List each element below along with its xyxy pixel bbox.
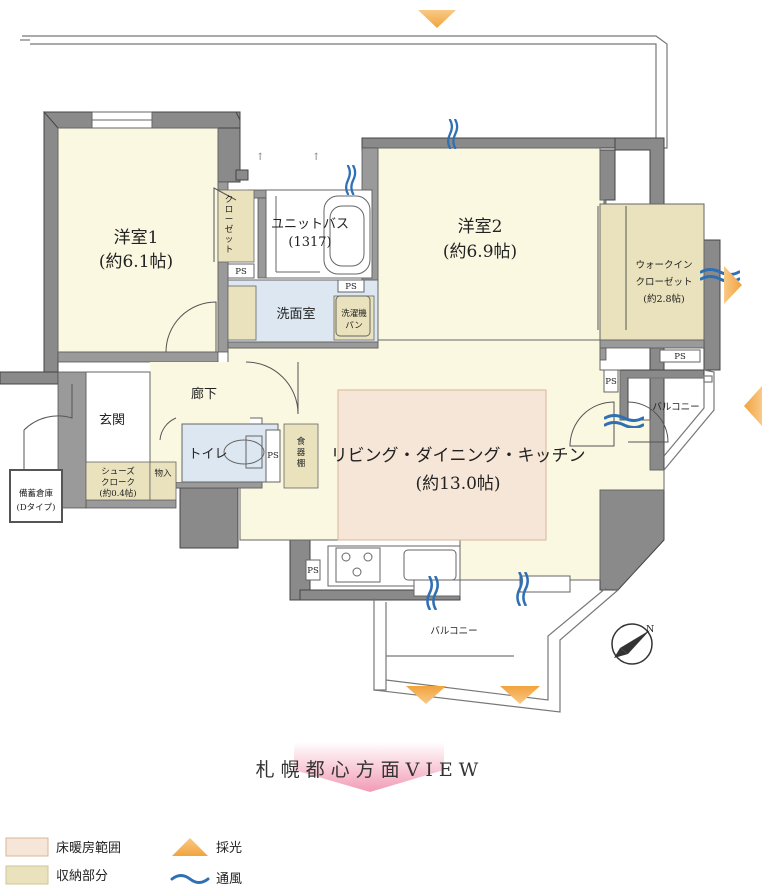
shoes-cloak-label-1: シューズ [101,466,135,477]
light-arrow-icon [406,686,446,704]
stockpile-label-1: 備蓄倉庫 [19,488,54,499]
light-arrow-icon [744,386,762,426]
shoes-cloak-size: (約0.4帖) [99,488,136,499]
toilet-label: トイレ [188,447,227,462]
light-arrows [406,266,762,704]
western-room-1-label: 洋室1 [114,228,159,248]
legend-label-light: 採光 [216,841,242,856]
room-labels: 洋室1 (約6.1帖) 洋室2 (約6.9帖) リビング・ダイニング・キッチン … [17,195,700,637]
walk-in-closet-label-1: ウォークイン [635,260,692,271]
walk-in-closet-size: (約2.8帖) [643,293,685,305]
ps-label: PS [235,267,247,277]
hallway-label: 廊下 [191,386,217,402]
svg-text:↑: ↑ [312,152,320,163]
wash-basin [335,295,371,337]
washer-pan-label-1: 洗濯機 [341,308,367,319]
compass-north-label: N [646,624,654,635]
walk-in-closet-label-2: クローゼット [635,276,692,288]
light-arrow-icon [172,838,208,856]
unit-bath-size: (1317) [288,235,331,250]
washroom-label: 洗面室 [276,306,315,322]
pantry-label-1: 器 [297,448,306,458]
stove [335,547,381,583]
unit-bath-floor [265,189,373,279]
legend-label-storage: 収納部分 [56,869,108,884]
view-label: 札幌都心方面VIEW [256,759,485,781]
ps-label: PS [267,451,279,461]
shoes-cloak-label-2: クローク [101,478,135,488]
storage-floor [149,461,177,501]
closet-label-1: ロ [225,205,234,215]
light-arrow-icon [500,686,540,704]
light-arrow-icon [724,266,742,304]
closet-label-2: ー [225,215,234,225]
toilet-bowl [223,439,265,465]
pantry-floor [283,423,319,489]
closet-label-4: ッ [225,235,234,245]
ldk-label: リビング・ダイニング・キッチン [331,446,586,466]
pantry-label-0: 食 [297,436,306,447]
legend-swatch-floor-heating [5,837,49,857]
ps-label: PS [674,352,686,362]
east-balcony [628,369,715,471]
ps-label: PS [345,282,357,292]
east-balcony-label: バルコニー [652,402,699,413]
ps-label: PS [605,377,617,387]
closet-floor [217,189,255,263]
legend-swatch-storage [5,865,49,885]
pantry-label-2: 棚 [297,458,306,469]
compass: N [611,623,654,665]
south-balcony [373,587,619,713]
legend-label-wind: 通風 [216,872,242,887]
washer-pan-label-2: パン [345,321,362,331]
closet-label-3: ゼ [225,224,234,235]
entrance-label: 玄関 [99,413,125,428]
small-arrows: ↑ ↑ [256,152,320,163]
floor-heating-area [337,389,547,541]
ps-label: PS [307,566,319,576]
view-direction-arrow [294,742,444,792]
storage-label: 物入 [154,468,172,479]
legend: 床暖房範囲 収納部分 採光 通風 [5,837,242,887]
washroom-storage [227,285,257,341]
stockpile-room [9,469,63,523]
floor-areas [57,127,705,581]
ldk-size: (約13.0帖) [415,474,500,494]
western-room-2-label: 洋室2 [458,217,503,237]
western-room-2-size: (約6.9帖) [443,242,517,262]
legend-label-floor-heating: 床暖房範囲 [56,840,121,856]
light-arrow-icon [418,10,456,28]
unit-bath-label: ユニットバス [271,217,349,232]
wind-icon [170,874,210,884]
closet-label-0: ク [225,195,234,205]
doors [23,187,669,470]
stockpile-label-2: (Dタイプ) [17,502,56,513]
washer-pan [333,295,375,341]
south-balcony-label: バルコニー [430,626,477,637]
walk-in-closet-floor [599,203,705,341]
western-room-1-floor [57,127,219,353]
bathtub [323,195,371,275]
svg-text:↑: ↑ [256,152,264,163]
closet-label-5: ト [225,245,234,255]
western-room-1-size: (約6.1帖) [99,252,173,272]
